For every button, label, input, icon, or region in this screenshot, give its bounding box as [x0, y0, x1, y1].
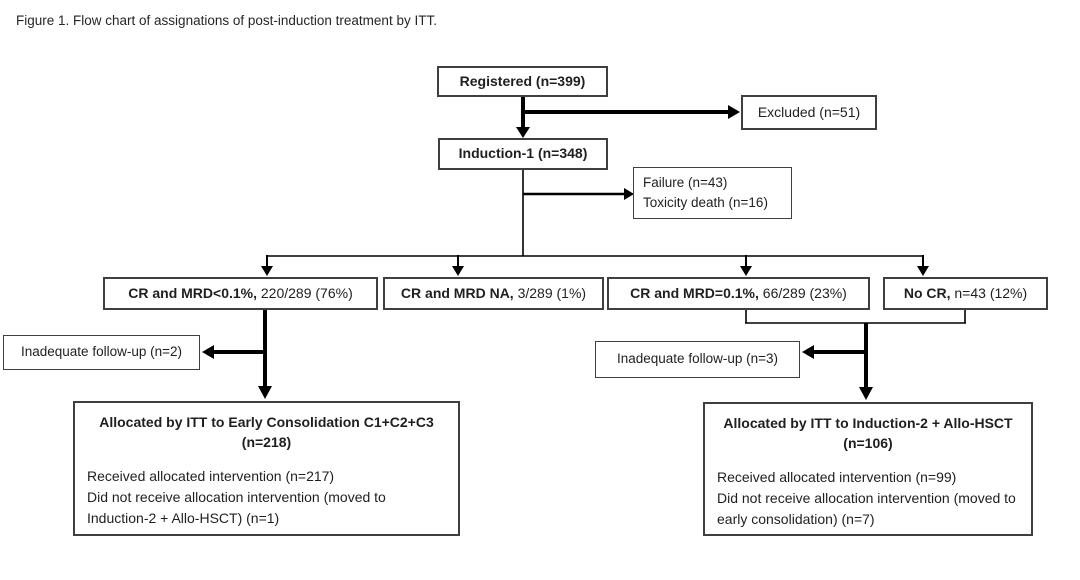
allocation-title-line1: Allocated by ITT to Early Consolidation …: [99, 414, 434, 430]
node-inadequate-followup-left: Inadequate follow-up (n=2): [3, 335, 200, 370]
inadequate-right-label: Inadequate follow-up (n=3): [617, 351, 778, 367]
outcome-label: CR and MRD NA, 3/289 (1%): [401, 285, 586, 303]
connector-inadequate-left: [202, 345, 265, 359]
allocation-title: Allocated by ITT to Induction-2 + Allo-H…: [717, 413, 1019, 454]
inadequate-left-label: Inadequate follow-up (n=2): [21, 344, 182, 360]
outcome-label: CR and MRD<0.1%, 220/289 (76%): [128, 285, 352, 303]
connector-outcome-distributor: [261, 255, 929, 276]
allocation-title-line2: (n=218): [241, 434, 292, 451]
outcome-label-rest: 66/289 (23%): [758, 284, 847, 301]
node-allocated-early-consolidation: Allocated by ITT to Early Consolidation …: [73, 401, 460, 536]
failure-line: Failure (n=43): [643, 174, 728, 190]
connector-outcome34-merge: [745, 310, 966, 324]
outcome-label-bold: CR and MRD=0.1%,: [630, 284, 759, 301]
arrowhead: [740, 266, 752, 276]
allocation-body-line: Did not receive allocation intervention …: [87, 488, 386, 527]
connector-outcome1-allocleft: [258, 310, 272, 399]
node-registered: Registered (n=399): [437, 66, 608, 97]
connector-registered-induction1: [516, 97, 530, 138]
node-outcome-mrd-low: CR and MRD<0.1%, 220/289 (76%): [103, 277, 378, 310]
arrowhead: [917, 266, 929, 276]
arrowhead: [728, 105, 740, 119]
outcome-label-bold: No CR,: [903, 284, 951, 301]
node-inadequate-followup-right: Inadequate follow-up (n=3): [595, 341, 800, 378]
node-outcome-mrd-equal: CR and MRD=0.1%, 66/289 (23%): [607, 277, 870, 310]
outcome-label-rest: 220/289 (76%): [257, 284, 353, 301]
allocation-body-line: Did not receive allocation intervention …: [717, 489, 1016, 528]
allocation-body-line: Received allocated intervention (n=217): [87, 467, 335, 484]
node-induction1-label: Induction-1 (n=348): [458, 145, 588, 162]
connector-merge-allocright: [859, 323, 873, 400]
node-outcome-mrd-na: CR and MRD NA, 3/289 (1%): [383, 277, 604, 310]
outcome-label: No CR, n=43 (12%): [904, 285, 1027, 303]
outcome-label: CR and MRD=0.1%, 66/289 (23%): [630, 285, 847, 303]
node-excluded: Excluded (n=51): [741, 95, 877, 130]
figure-caption: Figure 1. Flow chart of assignations of …: [16, 13, 437, 28]
connector-registered-excluded: [521, 105, 740, 119]
allocation-title-line2: (n=106): [843, 435, 893, 452]
node-failure-toxicity: Failure (n=43) Toxicity death (n=16): [633, 167, 792, 219]
arrowhead: [802, 345, 814, 359]
arrowhead: [261, 266, 273, 276]
node-outcome-no-cr: No CR, n=43 (12%): [883, 277, 1048, 310]
allocation-body-line: Received allocated intervention (n=99): [717, 468, 957, 485]
arrowhead: [516, 127, 530, 138]
outcome-label-bold: CR and MRD<0.1%,: [128, 284, 257, 301]
arrowhead: [258, 386, 272, 399]
arrowhead: [859, 387, 873, 400]
outcome-label-bold: CR and MRD NA,: [400, 284, 514, 301]
node-excluded-label: Excluded (n=51): [757, 103, 861, 120]
toxicity-death-line: Toxicity death (n=16): [643, 195, 768, 210]
outcome-label-rest: n=43 (12%): [950, 284, 1028, 301]
connector-inadequate-right: [802, 345, 866, 359]
connector-induction1-failure: [523, 188, 634, 200]
node-induction1: Induction-1 (n=348): [438, 138, 608, 170]
node-allocated-induction2-allohsct: Allocated by ITT to Induction-2 + Allo-H…: [703, 402, 1033, 536]
arrowhead: [452, 266, 464, 276]
arrowhead: [202, 345, 214, 359]
allocation-title-line1: Allocated by ITT to Induction-2 + Allo-H…: [723, 415, 1013, 431]
node-registered-label: Registered (n=399): [459, 72, 586, 89]
allocation-title: Allocated by ITT to Early Consolidation …: [87, 412, 446, 453]
outcome-label-rest: 3/289 (1%): [513, 284, 587, 301]
